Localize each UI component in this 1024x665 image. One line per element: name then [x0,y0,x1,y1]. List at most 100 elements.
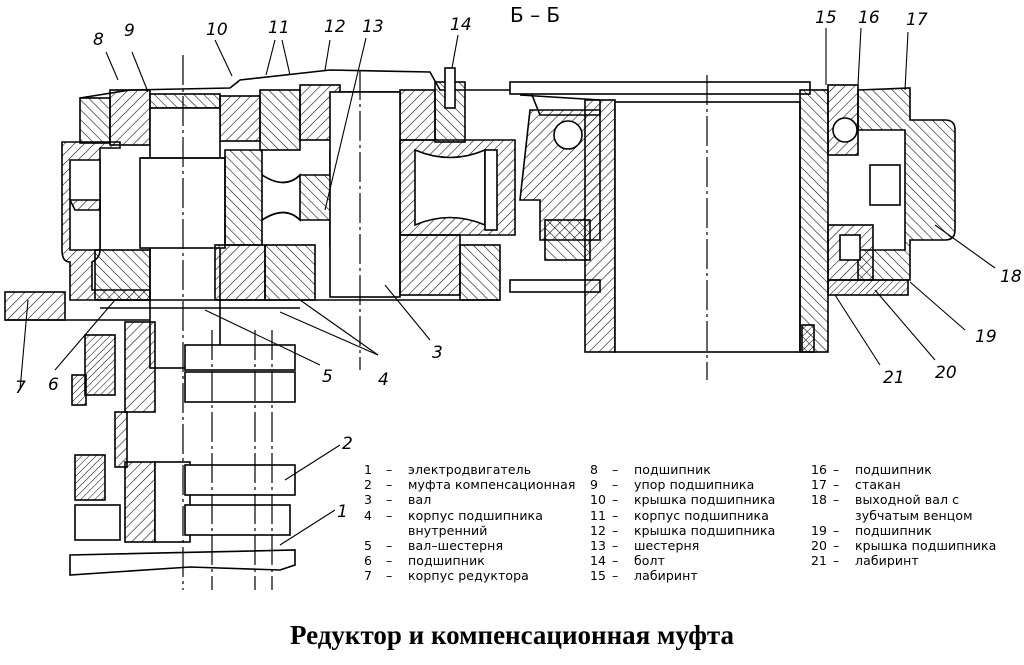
legend-dash: – [612,477,619,493]
legend-item: 1–электродвигатель [364,462,576,477]
legend-item: 8–подшипник [590,462,775,477]
callout-10: 10 [206,20,228,40]
legend-num: 14 [590,553,607,569]
legend-num: 16 [811,462,828,477]
callout-15: 15 [815,8,837,28]
legend-item: 14–болт [590,553,775,568]
legend-num: 2 [364,477,373,493]
legend-dash: – [612,522,619,538]
legend-item: 18–выходной вал с [811,492,996,507]
legend-text: выходной вал с [855,492,960,508]
legend-item-continuation: внутренний [364,523,576,538]
legend-dash: – [833,462,840,477]
legend-dash: – [833,553,840,569]
legend-num: 7 [364,568,373,584]
legend-dash: – [833,477,840,493]
legend-num: 6 [364,553,373,569]
legend-item: 5–вал–шестерня [364,538,576,553]
legend-num: 5 [364,538,373,554]
legend-dash: – [612,568,619,584]
legend-item: 17–стакан [811,477,996,492]
legend-dash: – [612,492,619,508]
legend-item-continuation: зубчатым венцом [811,508,996,523]
legend-dash: – [386,538,393,554]
legend-text: вал–шестерня [408,538,504,554]
legend-num: 19 [811,522,828,538]
callout-14: 14 [450,15,472,35]
legend-dash: – [833,492,840,508]
legend-num: 10 [590,492,607,508]
legend-item: 2–муфта компенсационная [364,477,576,492]
legend-text: зубчатым венцом [855,507,973,523]
legend-column-3: 16–подшипник 17–стакан 18–выходной вал с… [811,462,996,568]
legend-dash: – [386,477,393,493]
legend-text: электродвигатель [408,462,532,477]
legend-item: 16–подшипник [811,462,996,477]
legend-text: подшипник [408,553,485,569]
legend-num: 18 [811,492,828,508]
legend-text: подшипник [634,462,711,477]
callout-3: 3 [432,343,443,363]
legend-dash: – [386,553,393,569]
legend-num: 1 [364,462,373,477]
callout-12: 12 [324,17,346,37]
legend-text: крышка подшипника [634,522,776,538]
legend-dash: – [386,492,393,508]
legend-item: 20–крышка подшипника [811,538,996,553]
legend-num: 8 [590,462,599,477]
legend-column-1: 1–электродвигатель 2–муфта компенсационн… [364,462,576,584]
callout-7: 7 [15,378,26,398]
legend-text: упор подшипника [634,477,755,493]
gearbox-section-drawing: Б – Б 1 2 3 4 5 6 7 8 9 10 11 12 13 14 1… [4,3,1022,590]
callout-21: 21 [883,368,905,388]
legend-item: 19–подшипник [811,523,996,538]
bearing-stop [149,93,221,109]
legend-num: 15 [590,568,607,584]
legend-item: 7–корпус редуктора [364,568,576,583]
legend-text: муфта компенсационная [408,477,576,493]
callout-2: 2 [342,434,353,454]
legend-text: подшипник [855,522,932,538]
legend-text: крышка подшипника [855,538,997,554]
legend-item: 3–вал [364,492,576,507]
legend-text: корпус подшипника [408,507,543,523]
legend-text: подшипник [855,462,932,477]
callout-18: 18 [1000,267,1022,287]
legend-item: 21–лабиринт [811,553,996,568]
legend-item: 4–корпус подшипника [364,508,576,523]
legend-dash: – [386,462,393,477]
legend-dash: – [833,538,840,554]
legend-text: стакан [855,477,901,493]
legend-text: корпус редуктора [408,568,529,584]
legend-text: корпус подшипника [634,507,769,523]
legend-dash: – [612,553,619,569]
legend-num: 21 [811,553,828,569]
legend-dash: – [386,507,393,523]
legend-item: 11–корпус подшипника [590,508,775,523]
callout-1: 1 [337,502,348,522]
legend-dash: – [612,507,619,523]
legend-text: крышка подшипника [634,492,776,508]
legend-item: 10–крышка подшипника [590,492,775,507]
callout-20: 20 [935,363,957,383]
callout-5: 5 [322,367,333,387]
legend-dash: – [612,538,619,554]
legend-dash: – [386,568,393,584]
section-mark: Б – Б [510,3,560,27]
legend-item: 6–подшипник [364,553,576,568]
legend-num: 17 [811,477,828,493]
legend-text: внутренний [408,522,488,538]
legend-text: вал [408,492,432,508]
legend-num: 12 [590,522,607,538]
legend-text: лабиринт [634,568,698,584]
legend-num: 4 [364,507,373,523]
callout-11: 11 [268,18,290,38]
legend-num: 20 [811,538,828,554]
legend-num: 13 [590,538,607,554]
callout-9: 9 [124,21,135,41]
callout-4: 4 [378,370,389,390]
figure-caption: Редуктор и компенсационная муфта [289,620,735,650]
legend-dash: – [612,462,619,477]
legend-num: 3 [364,492,373,508]
callout-6: 6 [48,375,59,395]
